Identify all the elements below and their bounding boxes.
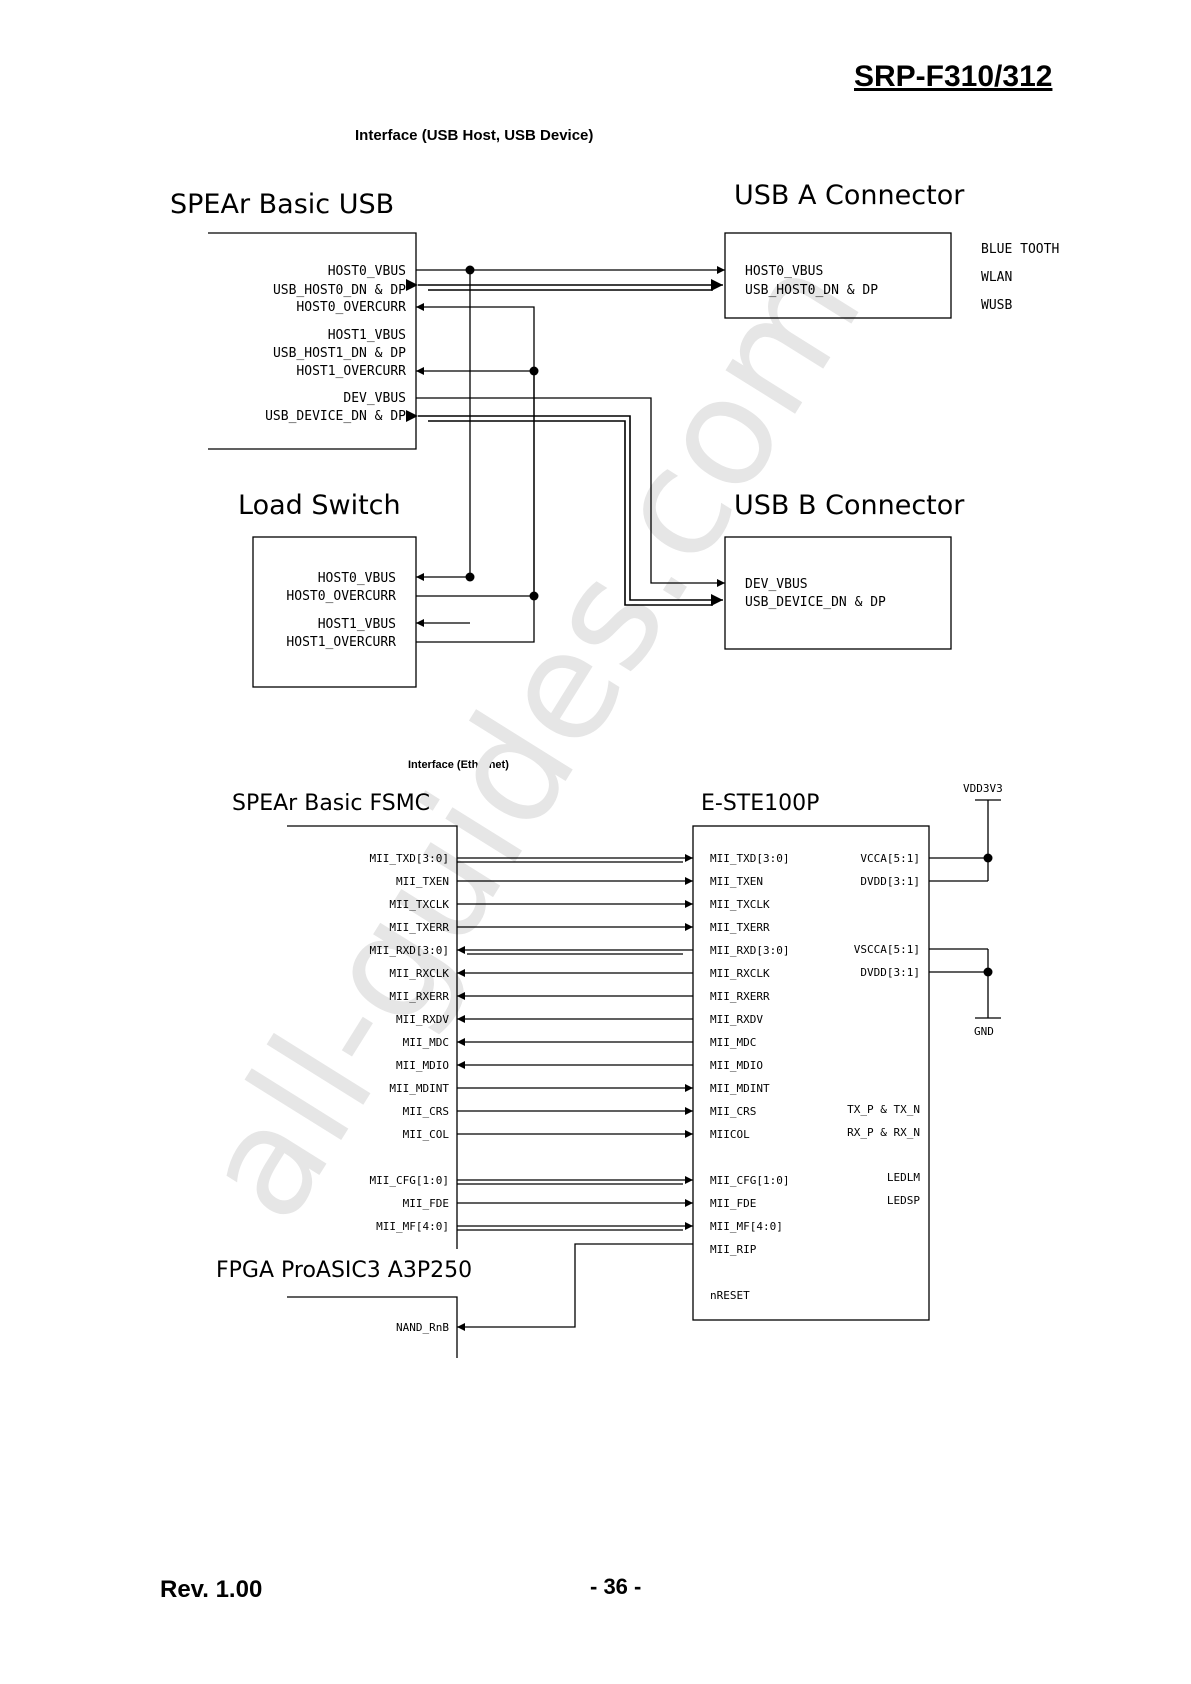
fsmc-sig-mii-crs: MII_CRS [403,1105,449,1118]
phy-sig-mii-mdio: MII_MDIO [710,1059,763,1072]
phy-sig-mii-cfg-1-0: MII_CFG[1:0] [710,1174,789,1187]
spear-usb-title: SPEAr Basic USB [170,189,394,220]
wire-host0-vbus-ls [416,270,471,581]
usb-a-box [724,232,952,319]
fsmc-sig-mii-rxdv: MII_RXDV [396,1013,449,1026]
usb-a-sig-host0-dn-dp: USB_HOST0_DN & DP [745,283,878,298]
phy-title: E-STE100P [701,791,819,816]
phy-sig-mii-fde: MII_FDE [710,1197,756,1210]
phy-sig-mii-rxdv: MII_RXDV [710,1013,763,1026]
fpga-sig-nand-rnb: NAND_RnB [396,1321,449,1334]
usb-a-device-wusb: WUSB [981,298,1012,313]
spear-sig-host0-vbus: HOST0_VBUS [328,264,406,279]
ls-sig-host0-vbus: HOST0_VBUS [318,571,396,586]
fsmc-sig-mii-txerr: MII_TXERR [389,921,449,934]
spear-sig-host1-dn-dp: USB_HOST1_DN & DP [273,346,406,361]
load-switch-title: Load Switch [238,490,401,521]
spear-sig-host1-overcurr: HOST1_OVERCURR [296,364,406,379]
fsmc-sig-mii-mdint: MII_MDINT [389,1082,449,1095]
usb-a-device-bluetooth: BLUE TOOTH [981,242,1059,257]
wire-host0-overcurr [416,303,535,596]
spear-sig-host0-dn-dp: USB_HOST0_DN & DP [273,283,406,298]
usb-a-sig-host0-vbus: HOST0_VBUS [745,264,823,279]
phy-sig-miicol: MIICOL [710,1128,750,1141]
usb-b-box [724,536,952,650]
fsmc-sig-mii-col: MII_COL [403,1128,450,1141]
usb-a-title: USB A Connector [734,180,965,211]
ls-sig-host0-overcurr: HOST0_OVERCURR [286,589,396,604]
spear-fsmc-frame [287,825,458,1249]
ethernet-interface-caption: Interface (Ethernet) [408,759,509,771]
fsmc-sig-mii-mdio: MII_MDIO [396,1059,449,1072]
wire-dev-dn-dp-b [428,420,713,606]
ethernet-wires [457,854,693,1231]
watermark: all-guides.com [168,228,896,1249]
vdd-label: VDD3V3 [963,782,1003,795]
phy-sig-rx-p-n: RX_P & RX_N [847,1126,920,1139]
phy-sig-mii-txen: MII_TXEN [710,875,763,888]
page-number: - 36 - [590,1574,642,1599]
spear-sig-dev-vbus: DEV_VBUS [343,391,406,406]
phy-sig-dvdd-1: DVDD[3:1] [860,875,920,888]
phy-sig-mii-txd-3-0: MII_TXD[3:0] [710,852,789,865]
usb-b-sig-dev-vbus: DEV_VBUS [745,577,808,592]
gnd-label: GND [974,1025,994,1038]
usb-interface-caption: Interface (USB Host, USB Device) [355,127,594,144]
spear-sig-host1-vbus: HOST1_VBUS [328,328,406,343]
phy-sig-mii-txclk: MII_TXCLK [710,898,770,911]
wire-dev-dn-dp-a [406,410,723,606]
fsmc-sig-mii-mdc: MII_MDC [403,1036,449,1049]
document-title: SRP-F310/312 [854,60,1053,93]
phy-sig-mii-mdc: MII_MDC [710,1036,756,1049]
fsmc-sig-mii-rxd-3-0: MII_RXD[3:0] [370,944,449,957]
phy-sig-vcca: VCCA[5:1] [860,852,920,865]
fpga-title: FPGA ProASIC3 A3P250 [216,1258,472,1283]
phy-sig-dvdd-2: DVDD[3:1] [860,966,920,979]
fpga-frame [287,1296,458,1358]
usb-b-sig-device-dn-dp: USB_DEVICE_DN & DP [745,595,886,610]
phy-sig-mii-rxd-3-0: MII_RXD[3:0] [710,944,789,957]
phy-sig-mii-txerr: MII_TXERR [710,921,770,934]
phy-sig-mii-crs: MII_CRS [710,1105,756,1118]
usb-a-device-wlan: WLAN [981,270,1012,285]
spear-usb-frame [208,232,417,450]
fsmc-sig-mii-mf-4-0: MII_MF[4:0] [376,1220,449,1233]
fsmc-sig-mii-rxclk: MII_RXCLK [389,967,449,980]
phy-sig-tx-p-n: TX_P & TX_N [847,1103,920,1116]
phy-sig-ledlm: LEDLM [887,1171,920,1184]
fsmc-sig-mii-cfg-1-0: MII_CFG[1:0] [370,1174,449,1187]
fsmc-sig-mii-rxerr: MII_RXERR [389,990,449,1003]
phy-sig-mii-rxerr: MII_RXERR [710,990,770,1003]
fsmc-sig-mii-txen: MII_TXEN [396,875,449,888]
ls-sig-host1-vbus: HOST1_VBUS [318,617,396,632]
phy-sig-nreset: nRESET [710,1289,750,1302]
wire-nand-rnb [457,1243,693,1331]
phy-sig-mii-rip: MII_RIP [710,1243,757,1256]
revision-label: Rev. 1.00 [160,1576,263,1603]
fsmc-sig-mii-txd-3-0: MII_TXD[3:0] [370,852,449,865]
phy-sig-mii-rxclk: MII_RXCLK [710,967,770,980]
fsmc-sig-mii-fde: MII_FDE [403,1197,449,1210]
spear-sig-host0-overcurr: HOST0_OVERCURR [296,300,406,315]
phy-sig-mii-mdint: MII_MDINT [710,1082,770,1095]
phy-sig-ledsp: LEDSP [887,1194,920,1207]
phy-sig-vscca: VSCCA[5:1] [854,943,920,956]
usb-b-title: USB B Connector [734,490,965,521]
spear-sig-usb-device-dn-dp: USB_DEVICE_DN & DP [265,409,406,424]
ls-sig-host1-overcurr: HOST1_OVERCURR [286,635,396,650]
phy-sig-mii-mf-4-0: MII_MF[4:0] [710,1220,783,1233]
e-ste100p-box [692,825,930,1321]
fsmc-sig-mii-txclk: MII_TXCLK [389,898,449,911]
fsmc-title: SPEAr Basic FSMC [232,791,430,816]
load-switch-box [252,536,417,688]
